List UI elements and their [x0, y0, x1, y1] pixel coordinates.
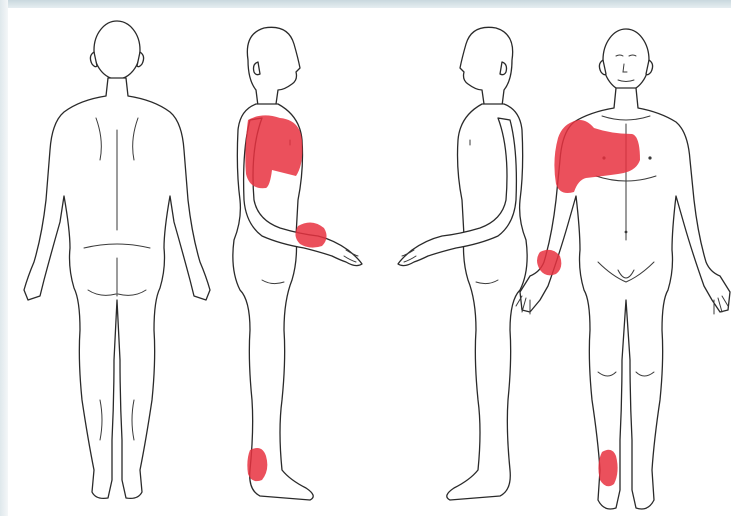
figure-left-side-view	[233, 27, 362, 500]
front-navel	[625, 231, 628, 234]
front-right-nipple	[648, 156, 651, 159]
front-pain-ankle	[598, 450, 617, 487]
figure-right-side-view	[398, 27, 527, 500]
back-head	[94, 21, 140, 79]
side1-pain-wrist	[295, 222, 326, 247]
figure-front-view	[516, 29, 730, 509]
figure-back-view	[24, 21, 210, 498]
side1-pain-ankle	[247, 448, 267, 481]
